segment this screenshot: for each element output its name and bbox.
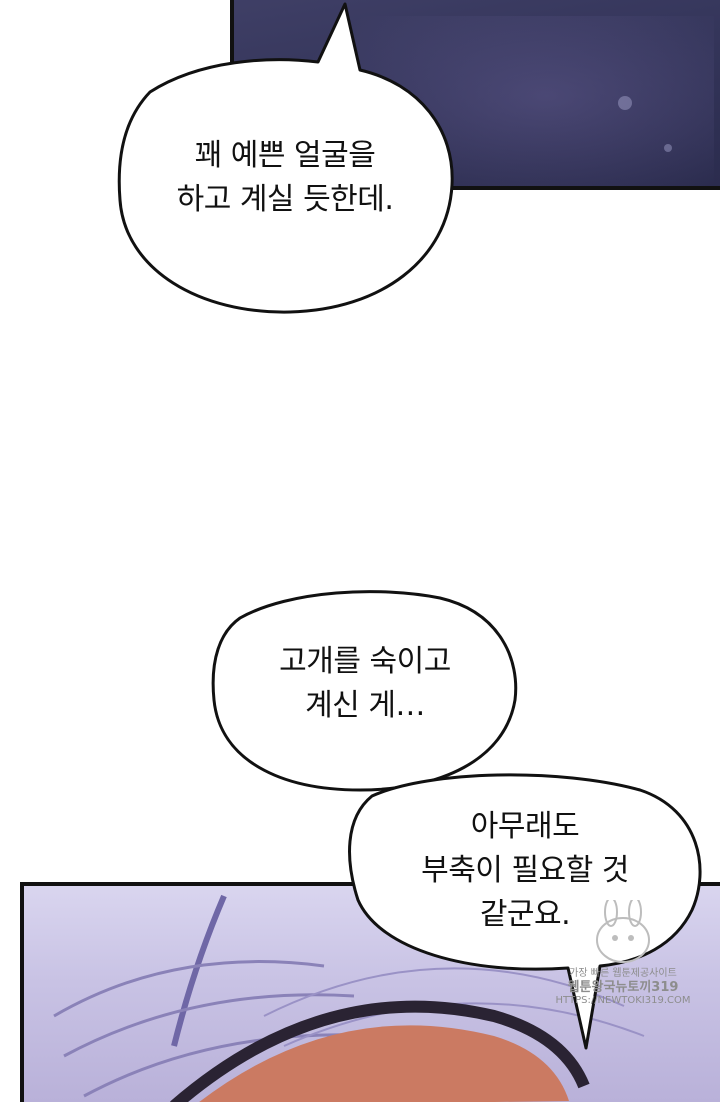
- watermark-site-name: 웹툰왕국뉴토끼319: [567, 980, 679, 995]
- watermark-url: HTTPS://NEWTOKI319.COM: [555, 995, 691, 1006]
- light-glint: [664, 144, 672, 152]
- site-watermark: 가장 빠른 웹툰제공사이트 웹툰왕국뉴토끼319 HTTPS://NEWTOKI…: [548, 897, 698, 1007]
- speech-bubble-text: 아무래도 부축이 필요할 것 같군요.: [370, 805, 680, 937]
- dialogue-line: 하고 계실 듯한데.: [176, 182, 394, 217]
- speech-bubble-shape: [348, 773, 702, 1050]
- watermark-tagline: 가장 빠른 웹툰제공사이트: [569, 968, 677, 979]
- rabbit-mascot-icon: [573, 897, 673, 966]
- speech-bubble-shape: [117, 2, 454, 314]
- dialogue-line: 계신 게…: [305, 688, 425, 723]
- dialogue-line: 부축이 필요할 것: [421, 853, 629, 888]
- dialogue-line: 고개를 숙이고: [279, 644, 451, 679]
- dialogue-line: 꽤 예쁜 얼굴을: [194, 138, 376, 173]
- dialogue-line: 아무래도: [470, 809, 580, 844]
- dialogue-line: 같군요.: [479, 897, 571, 932]
- speech-bubble-text: 고개를 숙이고 계신 게…: [220, 640, 510, 728]
- speech-bubble-shape: [211, 590, 518, 792]
- light-glint: [618, 96, 632, 110]
- speech-bubble-text: 꽤 예쁜 얼굴을 하고 계실 듯한데.: [130, 134, 440, 222]
